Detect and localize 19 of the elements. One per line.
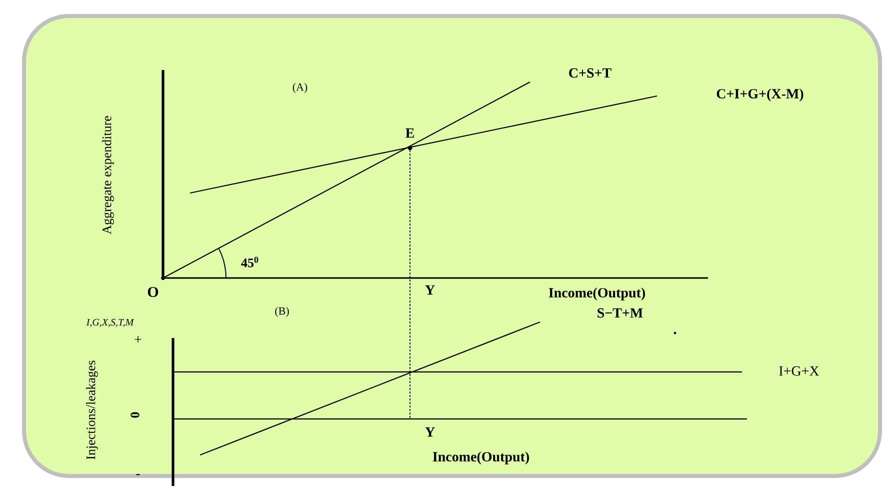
panel-label: (A) bbox=[292, 83, 308, 93]
panel-label: (B) bbox=[275, 307, 289, 317]
tick-label: Y bbox=[425, 427, 435, 437]
axis-label: Aggregate expenditure bbox=[102, 116, 114, 234]
curve-label: C+I+G+(X-M) bbox=[716, 88, 804, 102]
sign-label: - bbox=[136, 474, 140, 476]
tick-label: Y bbox=[425, 285, 435, 295]
point-label: E bbox=[406, 128, 414, 138]
tick-label: 0 bbox=[130, 412, 140, 418]
origin-label: O bbox=[148, 286, 158, 298]
axis-label: Income(Output) bbox=[548, 288, 645, 300]
curve-label: I+G+X bbox=[779, 366, 820, 376]
axis-label: Injections/leakages bbox=[86, 360, 98, 460]
sign-label: + bbox=[134, 336, 142, 343]
angle-label: 45$^{0}$ bbox=[241, 256, 258, 268]
curve-label: S−T+M bbox=[598, 308, 643, 318]
axis-label: Income(Output) bbox=[432, 452, 529, 464]
axis-label: I,G,X,S,T,M bbox=[86, 318, 134, 328]
curve-label: C+S+T bbox=[569, 68, 612, 78]
